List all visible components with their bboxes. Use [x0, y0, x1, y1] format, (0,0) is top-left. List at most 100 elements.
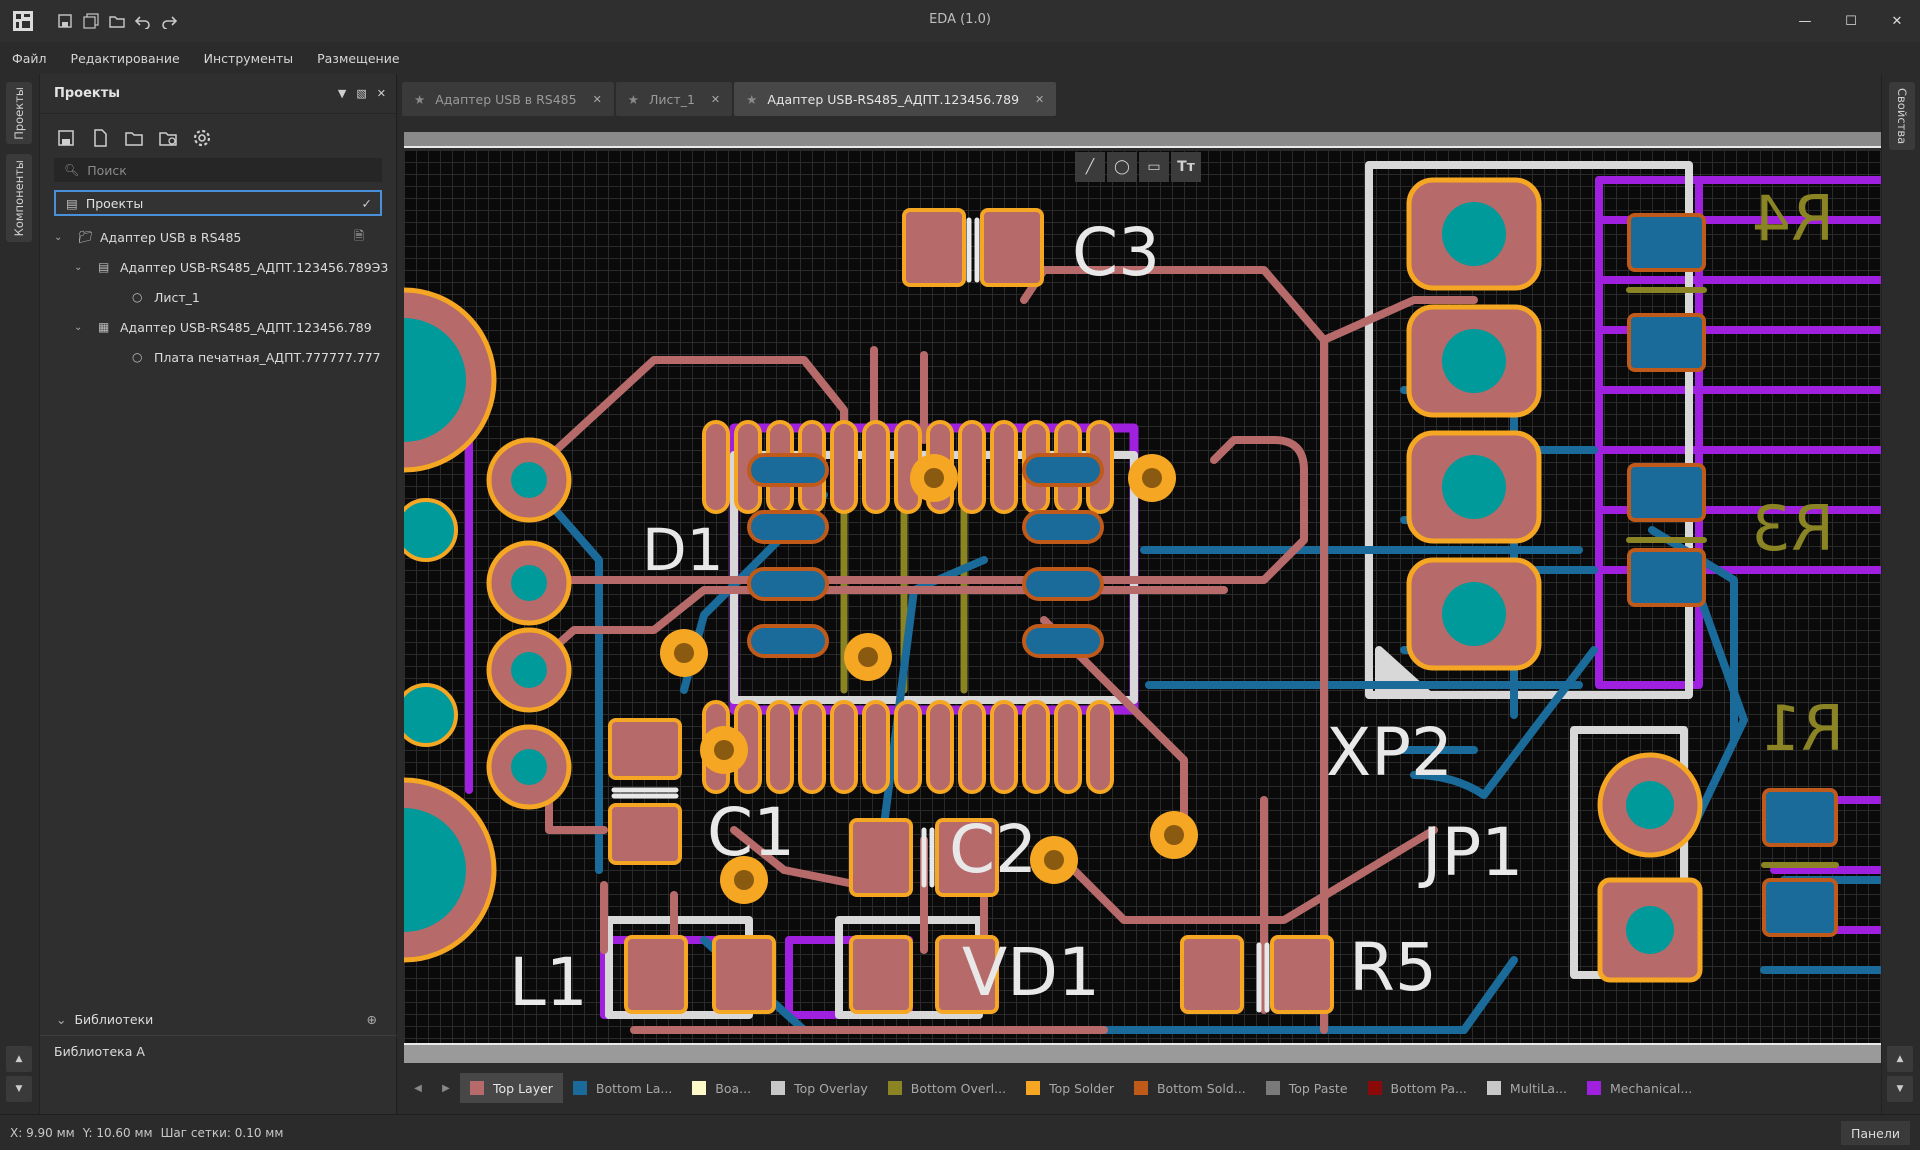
layer-multilayer[interactable]: MultiLa...	[1477, 1073, 1577, 1103]
layer-bottom-solder[interactable]: Bottom Sold...	[1124, 1073, 1256, 1103]
panel-menu-icon[interactable]: ▼	[337, 87, 347, 100]
right-side-tabs: Свойства	[1881, 74, 1920, 1114]
floating-toolbar: ╱ ◯ ▭ Tт	[1075, 152, 1201, 182]
side-tab-properties[interactable]: Свойства	[1889, 82, 1915, 150]
layer-board[interactable]: Boa...	[682, 1073, 761, 1103]
menu-tools[interactable]: Инструменты	[203, 50, 294, 66]
maximize-button[interactable]: ☐	[1845, 13, 1857, 29]
libraries-header[interactable]: ⌄ Библиотеки ⊕	[40, 1004, 397, 1036]
star-icon[interactable]: ★	[746, 91, 758, 107]
panel-close-icon[interactable]: ✕	[376, 87, 386, 100]
status-grid-step: Шаг сетки: 0.10 мм	[160, 1125, 284, 1140]
tab-sheet-1[interactable]: ★ Лист_1 ✕	[615, 82, 733, 116]
tree-item[interactable]: ⌄ ▤ Адаптер USB-RS485_АДПТ.123456.789Э3	[40, 252, 396, 282]
tab-pcb-active[interactable]: ★ Адаптер USB-RS485_АДПТ.123456.789 ✕	[734, 82, 1057, 116]
new-file-icon[interactable]	[88, 126, 112, 150]
tree-item[interactable]: ○ Лист_1	[40, 282, 396, 312]
scroll-down-icon[interactable]: ▼	[1887, 1076, 1913, 1102]
layer-bar: ◀ ▶ Top Layer Bottom La... Boa... Top Ov…	[404, 1070, 1881, 1106]
mounting-holes	[404, 287, 497, 963]
panels-button[interactable]: Панели	[1840, 1121, 1910, 1145]
scroll-up-icon[interactable]: ▲	[1887, 1046, 1913, 1072]
chevron-down-icon[interactable]: ⌄	[54, 231, 63, 243]
route-track-icon[interactable]: ╱	[1075, 152, 1105, 182]
layer-swatch	[1265, 1081, 1280, 1095]
star-icon[interactable]: ★	[627, 91, 640, 107]
side-tab-components[interactable]: Компоненты	[6, 154, 32, 242]
project-toolbar	[40, 114, 396, 150]
panel-title: Проекты	[54, 86, 121, 101]
project-tree: ⌄ 📁︎ Адаптер USB в RS485 🗎︎ ⌄ ▤ Адаптер …	[40, 222, 396, 372]
layer-top-solder[interactable]: Top Solder	[1016, 1073, 1124, 1103]
arc-tool-icon[interactable]: ◯	[1107, 152, 1137, 182]
search-input[interactable]: 🔍︎ Поиск	[54, 158, 382, 182]
circle-icon: ○	[132, 290, 143, 304]
designator-labels: C3 D1 C1 C2 L1 VD1 R5 XP2 JP1	[509, 214, 1523, 1021]
new-file-icon[interactable]: 🗎︎	[353, 227, 364, 243]
capacitor-marks	[611, 217, 1270, 1013]
close-tab-icon[interactable]: ✕	[1035, 92, 1045, 106]
side-tab-projects[interactable]: Проекты	[6, 82, 32, 144]
label-r1: R1	[1761, 692, 1844, 765]
document-tabs: ★ Адаптер USB в RS485 ✕ ★ Лист_1 ✕ ★ Ада…	[402, 82, 1057, 116]
layer-top-paste[interactable]: Top Paste	[1256, 1073, 1358, 1103]
close-button[interactable]: ✕	[1891, 13, 1903, 29]
library-item[interactable]: Библиотека А	[54, 1044, 145, 1059]
layer-prev-icon[interactable]: ◀	[414, 1082, 422, 1094]
left-header-pads	[486, 437, 572, 810]
folder-icon: 📁︎	[78, 230, 94, 244]
layer-top-overlay[interactable]: Top Overlay	[761, 1073, 878, 1103]
close-tab-icon[interactable]: ✕	[592, 92, 602, 106]
settings-gear-icon[interactable]	[190, 126, 214, 150]
tree-item-label: Адаптер USB в RS485	[100, 229, 242, 245]
project-selector[interactable]: ▤ Проекты ✓	[54, 190, 382, 216]
text-tool-icon[interactable]: Tт	[1171, 152, 1201, 182]
layer-top-layer[interactable]: Top Layer	[460, 1073, 563, 1103]
label-r3: R3	[1751, 492, 1834, 565]
star-icon[interactable]: ★	[414, 91, 426, 107]
rectangle-tool-icon[interactable]: ▭	[1139, 152, 1169, 182]
layer-next-icon[interactable]: ▶	[442, 1082, 450, 1094]
open-folder-icon[interactable]	[104, 8, 130, 34]
tree-item[interactable]: ⌄ ▦ Адаптер USB-RS485_АДПТ.123456.789	[40, 312, 396, 342]
canvas-bottom-scrollbar[interactable]	[404, 1043, 1881, 1063]
close-tab-icon[interactable]: ✕	[710, 92, 721, 106]
layer-mechanical[interactable]: Mechanical...	[1577, 1073, 1702, 1103]
tree-item[interactable]: ⌄ 📁︎ Адаптер USB в RS485 🗎︎	[40, 222, 396, 252]
add-folder-icon[interactable]	[156, 126, 180, 150]
status-y-coord: Y: 10.60 мм	[82, 1125, 153, 1140]
status-bar: X: 9.90 мм Y: 10.60 мм Шаг сетки: 0.10 м…	[0, 1114, 1920, 1150]
tree-item-label: Адаптер USB-RS485_АДПТ.123456.789Э3	[120, 259, 389, 275]
label-jp1: JP1	[1418, 814, 1523, 891]
panel-pin-icon[interactable]: ▧	[356, 87, 367, 100]
tree-item-label: Плата печатная_АДПТ.777777.777	[154, 349, 381, 365]
save-all-icon[interactable]	[78, 8, 104, 34]
tab-label: Адаптер USB-RS485_АДПТ.123456.789	[767, 91, 1020, 107]
layer-bottom-paste[interactable]: Bottom Pa...	[1358, 1073, 1477, 1103]
tree-item[interactable]: ○ Плата печатная_АДПТ.777777.777	[40, 342, 396, 372]
menu-file[interactable]: Файл	[12, 50, 47, 66]
status-x-coord: X: 9.90 мм	[10, 1125, 75, 1140]
save-project-icon[interactable]	[54, 126, 78, 150]
menu-place[interactable]: Размещение	[317, 50, 400, 66]
minimize-button[interactable]: —	[1798, 13, 1812, 29]
tab-usb-rs485-project[interactable]: ★ Адаптер USB в RS485 ✕	[402, 82, 614, 116]
scroll-down-icon[interactable]: ▼	[6, 1076, 32, 1102]
pcb-canvas[interactable]: C3 D1 C1 C2 L1 VD1 R5 XP2 JP1 R4 R3 R1	[404, 150, 1881, 1043]
menu-edit[interactable]: Редактирование	[70, 50, 180, 66]
add-library-icon[interactable]: ⊕	[366, 1012, 377, 1027]
layer-bottom-overlay[interactable]: Bottom Overl...	[878, 1073, 1016, 1103]
scroll-up-icon[interactable]: ▲	[6, 1046, 32, 1072]
undo-icon[interactable]	[130, 8, 156, 34]
tree-item-label: Лист_1	[154, 289, 200, 305]
check-icon: ✓	[361, 195, 372, 211]
libraries-title: Библиотеки	[74, 1012, 154, 1027]
label-r4: R4	[1751, 182, 1834, 255]
redo-icon[interactable]	[156, 8, 182, 34]
open-folder-icon[interactable]	[122, 126, 146, 150]
save-icon[interactable]	[52, 8, 78, 34]
chevron-down-icon[interactable]: ⌄	[74, 261, 83, 273]
layer-bottom-layer[interactable]: Bottom La...	[563, 1073, 682, 1103]
canvas-top-scrollbar[interactable]	[404, 132, 1881, 148]
chevron-down-icon[interactable]: ⌄	[74, 321, 83, 333]
